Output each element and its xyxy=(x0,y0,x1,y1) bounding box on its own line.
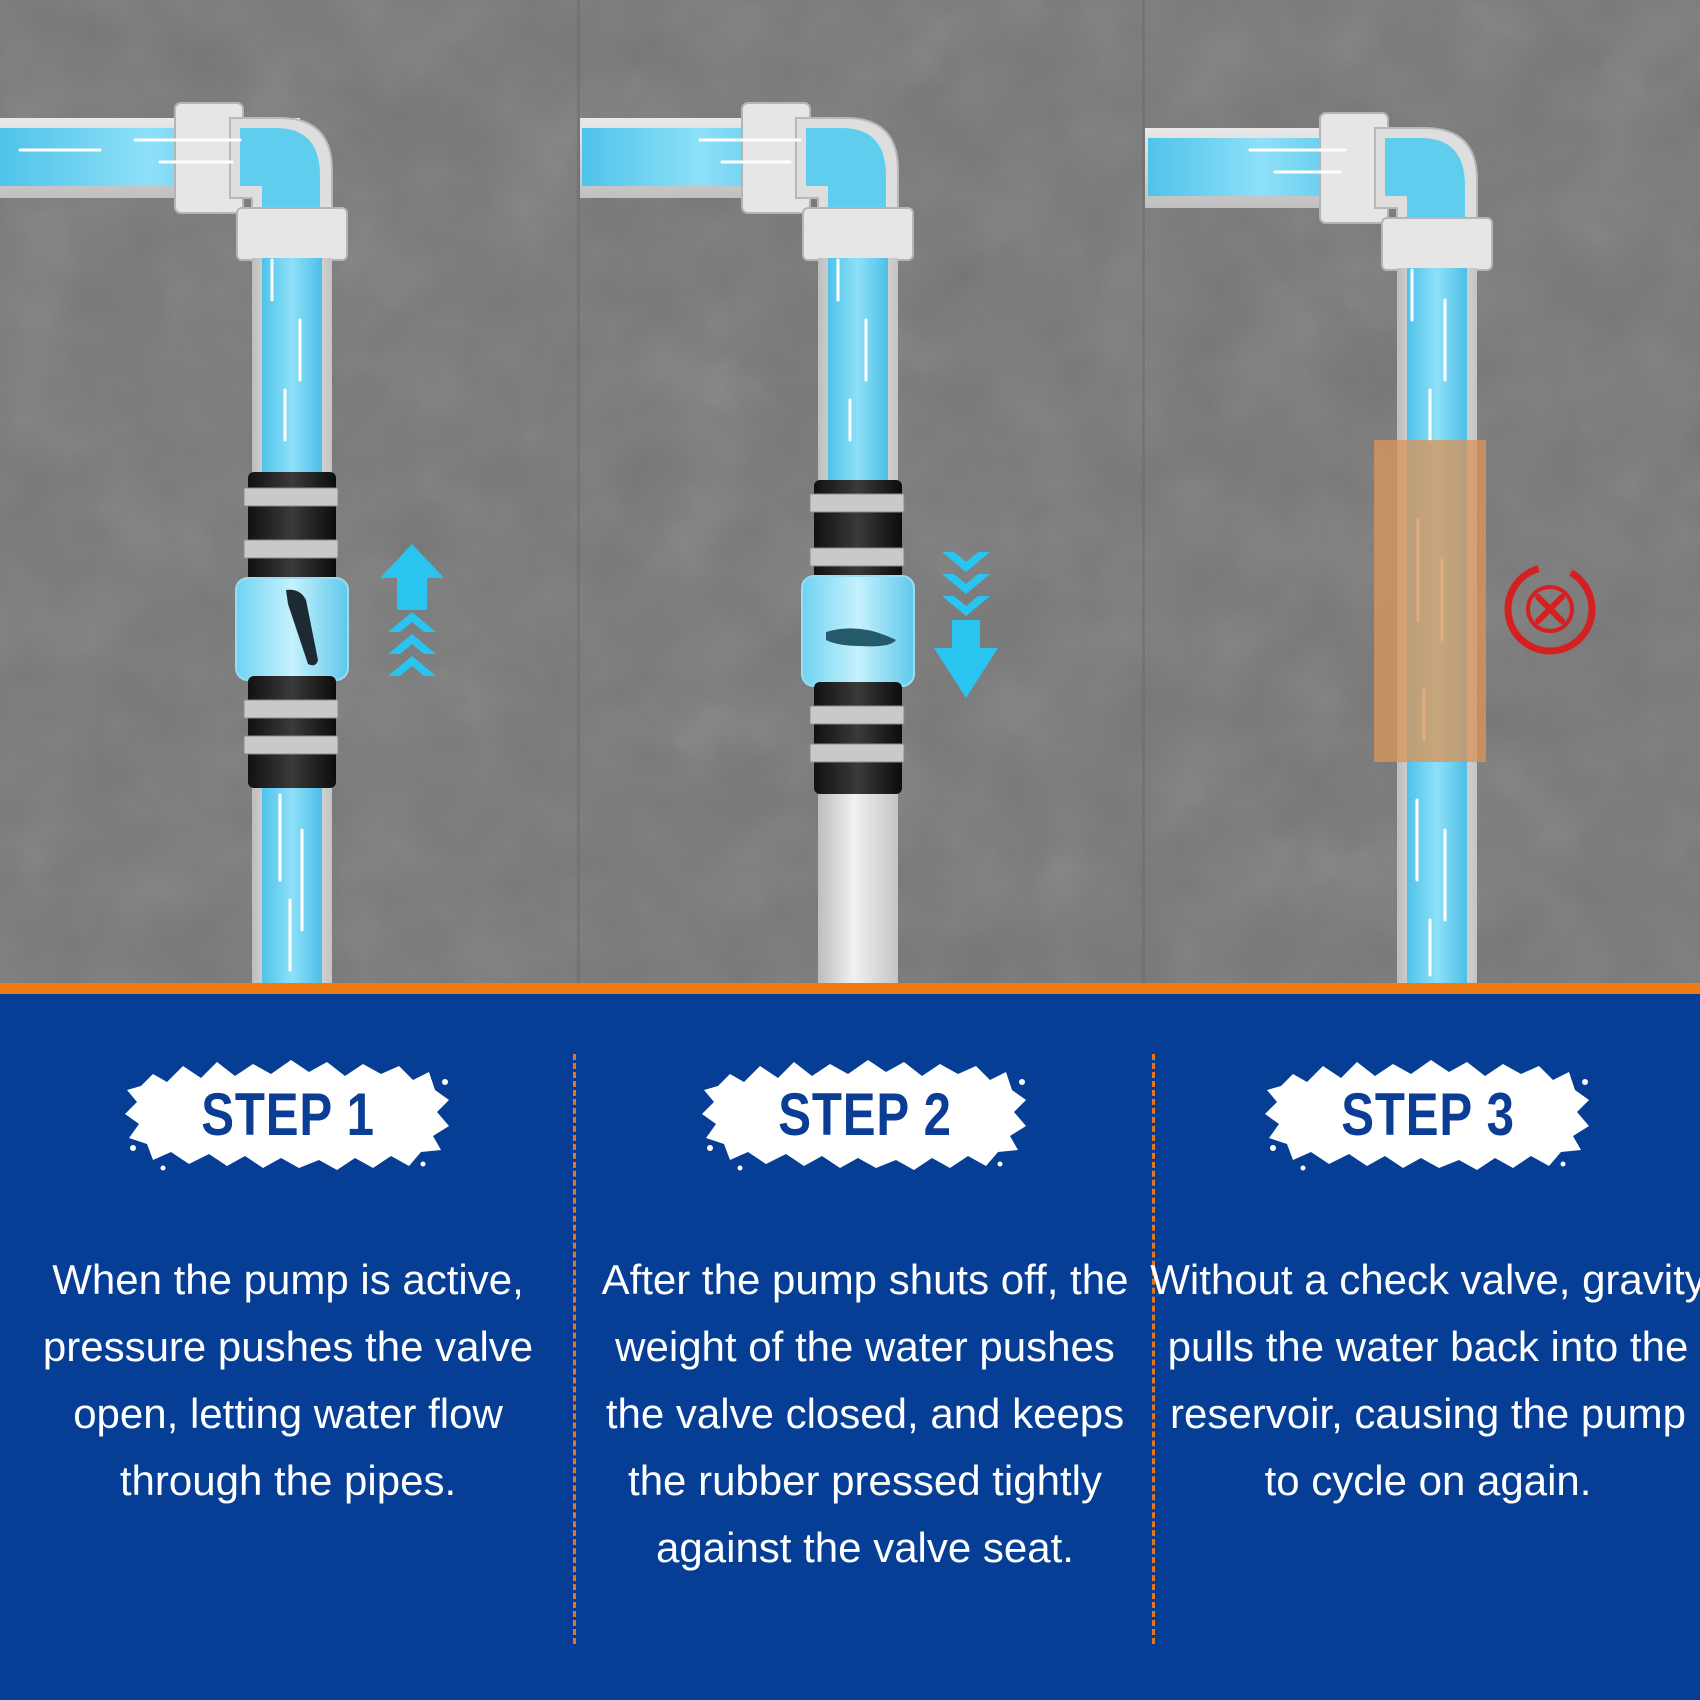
step-2-elbow-water xyxy=(806,128,886,230)
step-1-title: STEP 1 xyxy=(201,1080,375,1148)
pipe-diagram-scene xyxy=(0,0,1700,994)
step-2-badge: STEP 2 xyxy=(700,1056,1030,1172)
step-3-upper-coupling xyxy=(1381,217,1493,271)
panel-seam-1 xyxy=(577,0,580,994)
step-2-upper-coupling xyxy=(802,207,914,261)
column-divider-2 xyxy=(1152,1054,1155,1644)
step-1-pipe-assembly xyxy=(0,102,444,994)
brush-stroke-icon xyxy=(702,1060,1026,1171)
step-2-description: After the pump shuts off, the weight of … xyxy=(601,1256,1129,1571)
step-1-clamp-2 xyxy=(243,539,339,559)
orange-separator xyxy=(0,983,1700,994)
brush-stroke-icon xyxy=(1265,1060,1589,1171)
step-1-flow-streaks xyxy=(18,138,304,972)
step-2-clamp-4 xyxy=(809,743,905,763)
missing-valve-zone xyxy=(1374,440,1486,762)
step-2-flow-streaks xyxy=(698,138,868,442)
step-1-description: When the pump is active, pressure pushes… xyxy=(42,1256,534,1504)
step-2-column: STEP 2 After the pump shuts off, the wei… xyxy=(585,994,1145,1700)
step-1-flapper-open xyxy=(286,589,318,666)
step-3-description: Without a check valve, gravity pulls the… xyxy=(1150,1256,1700,1504)
step-3-title: STEP 3 xyxy=(1341,1080,1515,1148)
arrow-up-icon xyxy=(380,544,444,676)
step-3-elbow-water xyxy=(1385,138,1465,240)
step-2-lower-rubber-coupling xyxy=(814,682,902,794)
step-1-badge: STEP 1 xyxy=(123,1056,453,1172)
steps-info-panel: STEP 1 When the pump is active, pressure… xyxy=(0,994,1700,1700)
step-3-pipe-assembly xyxy=(1145,112,1596,994)
step-2-flapper-closed xyxy=(826,628,896,647)
arrow-down-icon xyxy=(934,552,998,698)
step-1-clamp-1 xyxy=(243,487,339,507)
step-1-lower-rubber-coupling xyxy=(248,676,336,788)
step-1-upper-coupling xyxy=(236,207,348,261)
step-1-clamp-3 xyxy=(243,699,339,719)
no-valve-x-icon xyxy=(1504,563,1596,655)
step-2-clamp-3 xyxy=(809,705,905,725)
step-2-clamp-2 xyxy=(809,547,905,567)
step-2-pipe-assembly xyxy=(580,102,998,994)
step-3-badge: STEP 3 xyxy=(1263,1056,1593,1172)
step-2-clamp-1 xyxy=(809,493,905,513)
step-1-clamp-4 xyxy=(243,735,339,755)
step-1-elbow-water xyxy=(240,128,320,230)
column-divider-1 xyxy=(573,1054,576,1644)
brush-stroke-icon xyxy=(125,1060,449,1171)
panel-seam-2 xyxy=(1142,0,1145,994)
step-3-column: STEP 3 Without a check valve, gravity pu… xyxy=(1148,994,1700,1700)
step-1-column: STEP 1 When the pump is active, pressure… xyxy=(8,994,568,1700)
step-2-title: STEP 2 xyxy=(778,1080,952,1148)
